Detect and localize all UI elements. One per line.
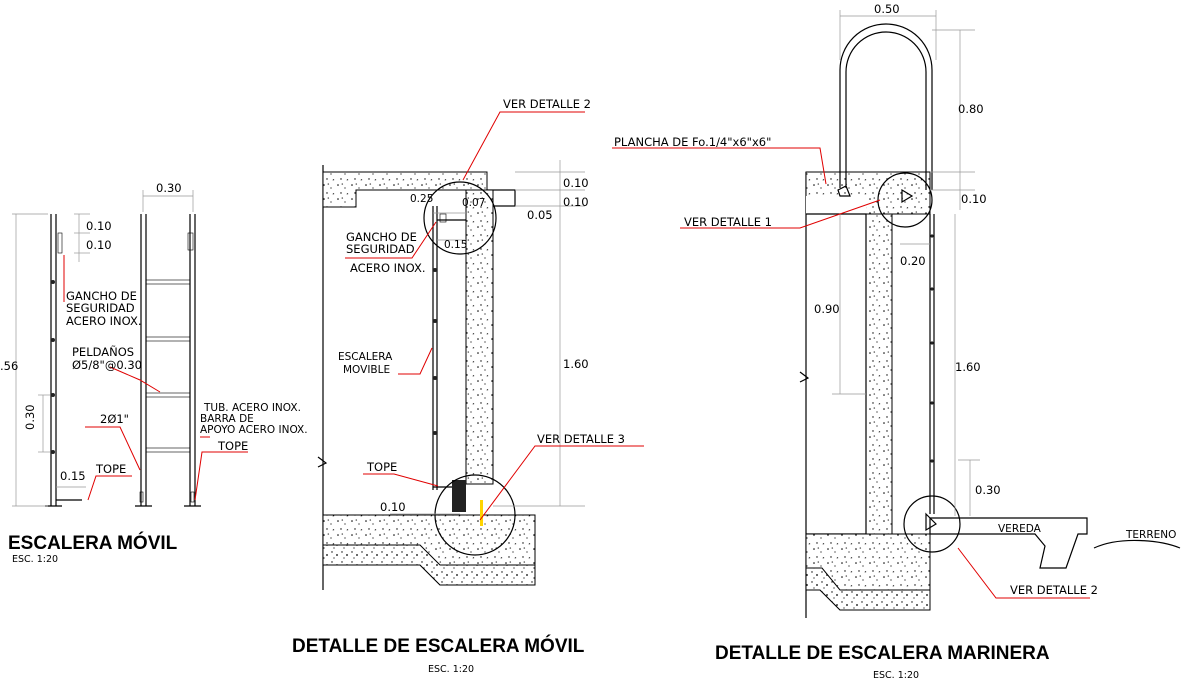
peldanos-label-line2: Ø5/8"@0.30 <box>72 358 142 372</box>
vereda-slab <box>929 517 1088 569</box>
marinera-height-dim: 1.60 <box>955 360 981 374</box>
tope-right-label: TOPE <box>217 439 248 453</box>
terreno-line <box>1093 539 1181 549</box>
mobile-ladder-scale: ESC. 1:20 <box>12 554 58 565</box>
detail-marinera-group <box>612 10 1181 618</box>
detail-tope-label: TOPE <box>366 460 397 474</box>
mobile-ladder-title: ESCALERA MÓVIL <box>8 532 178 554</box>
dim-bottom: 0.10 <box>380 500 406 514</box>
ladder-width-dim: 0.30 <box>156 181 182 195</box>
ver-detalle-2-marinera-label: VER DETALLE 2 <box>1010 583 1098 597</box>
ladder-top1-dim: 0.10 <box>86 219 112 233</box>
detail-gancho-line1: GANCHO DE <box>346 230 417 244</box>
plancha-label: PLANCHA DE Fo.1/4"x6"x6" <box>614 135 771 149</box>
ver-detalle-3-label: VER DETALLE 3 <box>537 432 625 446</box>
detail-marinera-title: DETALLE DE ESCALERA MARINERA <box>715 643 1050 664</box>
dim-height: 1.60 <box>563 357 589 371</box>
detail-mobile-scale: ESC. 1:20 <box>428 664 474 675</box>
ladder-tope-dim: 0.15 <box>60 469 86 483</box>
ladder-dimensions <box>12 190 194 507</box>
marinera-width-dim: 0.50 <box>874 2 900 16</box>
detail-3-circle <box>434 474 516 556</box>
top-slab <box>322 171 488 208</box>
ladder-front-view <box>135 214 201 507</box>
gancho-label-line3: ACERO INOX. <box>66 314 142 328</box>
detail-2-circle <box>423 181 497 255</box>
terreno-label: TERRENO <box>1125 529 1176 541</box>
ver-detalle-2-label: VER DETALLE 2 <box>503 97 591 111</box>
tub-acero-line1: TUB. ACERO INOX. <box>203 402 301 414</box>
tope-block <box>452 480 466 512</box>
detail-2-circle-marinera <box>903 495 961 553</box>
detail-marinera-scale: ESC. 1:20 <box>873 670 919 681</box>
dim-007: 0.07 <box>462 197 485 209</box>
dim-025: 0.25 <box>410 193 433 205</box>
mobile-ladder-group <box>12 190 248 507</box>
detail-gancho-line2: SEGURIDAD <box>346 242 415 256</box>
gancho-label-line2: SEGURIDAD <box>66 301 135 315</box>
gancho-label-line1: GANCHO DE <box>66 289 137 303</box>
tub-acero-line2: BARRA DE <box>200 413 254 425</box>
marinera-gap-dim: 0.20 <box>900 254 926 268</box>
handrail-inner <box>845 31 927 190</box>
detail-1-circle <box>877 172 933 228</box>
escalera-line2: MOVIBLE <box>343 364 390 376</box>
marinera-top-dim: 0.10 <box>961 192 987 206</box>
dim-015: 0.15 <box>444 239 467 251</box>
marinera-arc-dim: 0.80 <box>958 102 984 116</box>
marinera-wall <box>865 213 893 535</box>
vereda-label: VEREDA <box>998 523 1042 535</box>
handrail-outer <box>839 23 933 190</box>
wall <box>465 189 494 485</box>
dim-005: 0.05 <box>527 208 553 222</box>
tub-acero-line3: APOYO ACERO INOX. <box>200 424 308 436</box>
ladder-total-dim: .56 <box>0 359 18 373</box>
ladder-top2-dim: 0.10 <box>86 238 112 252</box>
tubo-label: 2Ø1" <box>100 412 129 426</box>
escalera-line1: ESCALERA <box>338 351 393 363</box>
ladder-rung-spacing-dim: 0.30 <box>23 404 37 430</box>
marinera-inner-dim: 0.90 <box>814 302 840 316</box>
detail-mobile-title: DETALLE DE ESCALERA MÓVIL <box>292 635 585 657</box>
detail-mobile-group <box>317 111 644 590</box>
tope-left-label: TOPE <box>95 462 126 476</box>
marinera-bottom-dim: 0.30 <box>975 483 1001 497</box>
detail-gancho-line3: ACERO INOX. <box>350 261 426 275</box>
ver-detalle-1-label: VER DETALLE 1 <box>684 215 772 229</box>
ladder-leaders <box>63 255 248 501</box>
peldanos-label-line1: PELDAÑOS <box>72 344 134 359</box>
dim-010b: 0.10 <box>563 195 589 209</box>
accent-mark <box>480 500 483 526</box>
dim-010a: 0.10 <box>563 176 589 190</box>
